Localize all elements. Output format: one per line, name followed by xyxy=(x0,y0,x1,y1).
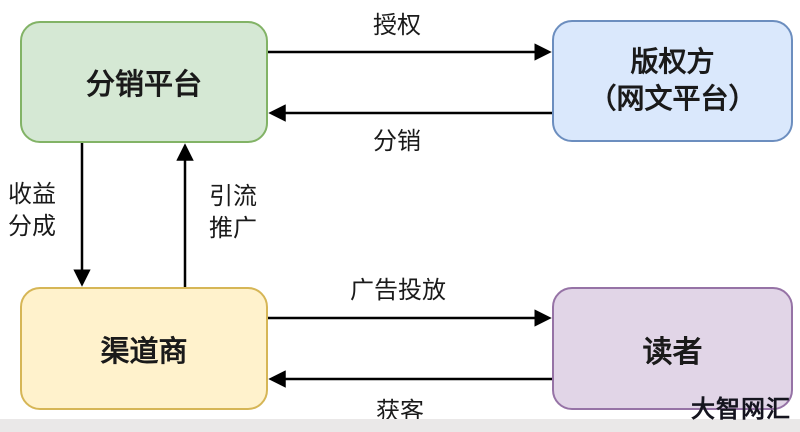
edge-label-revenue-share-line2: 分成 xyxy=(8,212,56,240)
node-copyright-holder: 版权方 （网文平台） xyxy=(552,20,793,142)
node-readers: 读者 xyxy=(552,287,793,410)
edge-label-ad-placement: 广告投放 xyxy=(350,277,446,304)
node-copyright-holder-label-line2: （网文平台） xyxy=(588,83,757,114)
node-readers-label: 读者 xyxy=(642,335,703,369)
node-distribution-platform: 分销平台 xyxy=(20,21,268,143)
edge-label-revenue-share-line1: 收益 xyxy=(8,181,56,208)
node-channel-provider: 渠道商 xyxy=(20,287,268,410)
edge-label-authorization: 授权 xyxy=(373,12,421,39)
edge-label-distribution: 分销 xyxy=(373,128,421,155)
edge-label-traffic-promotion-line2: 推广 xyxy=(209,214,257,242)
bottom-strip xyxy=(0,419,800,432)
edge-label-revenue-share: 收益 分成 xyxy=(2,179,62,242)
edge-label-traffic-promotion: 引流 推广 xyxy=(203,181,263,244)
edge-label-traffic-promotion-line1: 引流 xyxy=(209,183,257,210)
node-channel-provider-label: 渠道商 xyxy=(100,335,188,368)
watermark: 大智网汇 xyxy=(691,396,791,423)
node-distribution-platform-label: 分销平台 xyxy=(85,69,202,101)
node-copyright-holder-label-line1: 版权方 xyxy=(630,46,715,78)
